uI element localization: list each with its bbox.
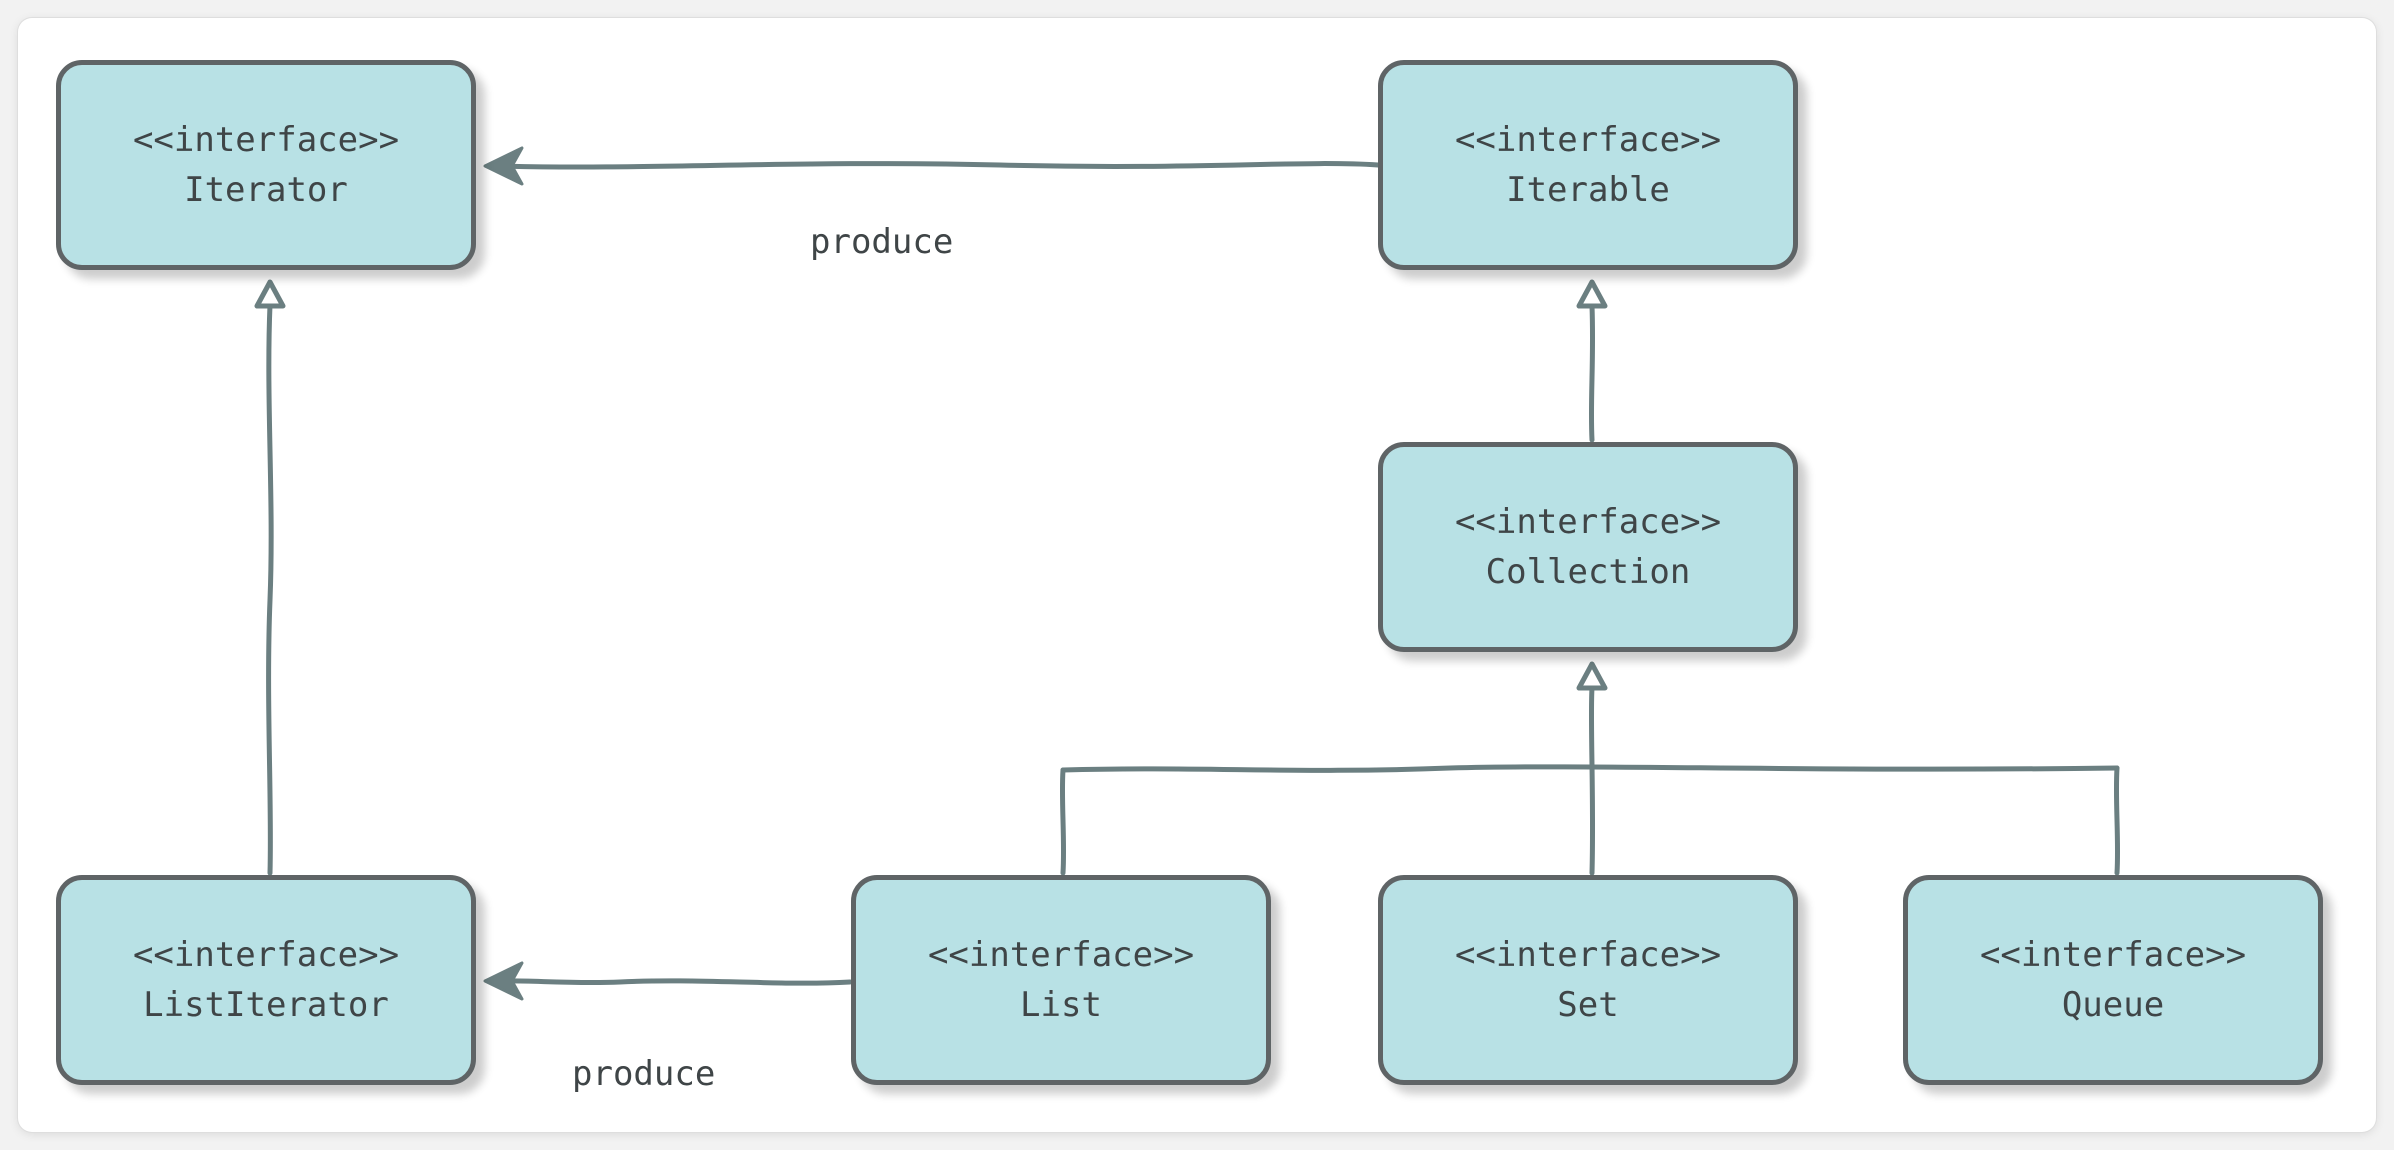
node-collection-stereotype: <<interface>> [1454, 502, 1722, 542]
node-iterator-name: Iterator [184, 170, 348, 210]
node-list-name: List [1020, 985, 1102, 1025]
node-listiterator[interactable]: <<interface>> ListIterator [56, 875, 476, 1085]
node-set-name: Set [1557, 985, 1619, 1025]
node-queue-name: Queue [2061, 985, 2165, 1025]
node-listiterator-name: ListIterator [143, 985, 389, 1025]
node-iterator[interactable]: <<interface>> Iterator [56, 60, 476, 270]
edge-tree-horizontal [1060, 764, 2120, 773]
node-list-stereotype: <<interface>> [927, 935, 1195, 975]
edge-queue-riser [2113, 765, 2121, 876]
node-iterable-name: Iterable [1506, 170, 1670, 210]
node-iterable-stereotype: <<interface>> [1454, 120, 1722, 160]
node-set[interactable]: <<interface>> Set [1378, 875, 1798, 1085]
node-queue-stereotype: <<interface>> [1979, 935, 2247, 975]
edge-label-produce-bottom: produce [572, 1054, 716, 1094]
node-queue[interactable]: <<interface>> Queue [1903, 875, 2323, 1085]
node-iterable[interactable]: <<interface>> Iterable [1378, 60, 1798, 270]
node-list[interactable]: <<interface>> List [851, 875, 1271, 1085]
arrowhead-iterable-generalization [1576, 279, 1608, 309]
edge-set-to-collection [1588, 685, 1596, 876]
node-set-stereotype: <<interface>> [1454, 935, 1722, 975]
edge-listiterator-extends-iterator [266, 302, 274, 876]
node-listiterator-stereotype: <<interface>> [132, 935, 400, 975]
node-iterator-stereotype: <<interface>> [132, 120, 400, 160]
arrowhead-iterator-generalization [254, 279, 286, 309]
edge-collection-extends-iterable [1588, 303, 1596, 443]
edge-iterable-produces-iterator [497, 161, 1381, 170]
arrowhead-iterator [483, 146, 524, 186]
node-collection-name: Collection [1485, 552, 1691, 592]
edge-list-produces-listiterator [497, 978, 853, 986]
edge-label-produce-top: produce [810, 222, 954, 262]
node-collection[interactable]: <<interface>> Collection [1378, 442, 1798, 652]
arrowhead-collection-generalization [1576, 661, 1608, 691]
edge-list-riser [1059, 767, 1067, 876]
arrowhead-listiterator [483, 961, 524, 1001]
